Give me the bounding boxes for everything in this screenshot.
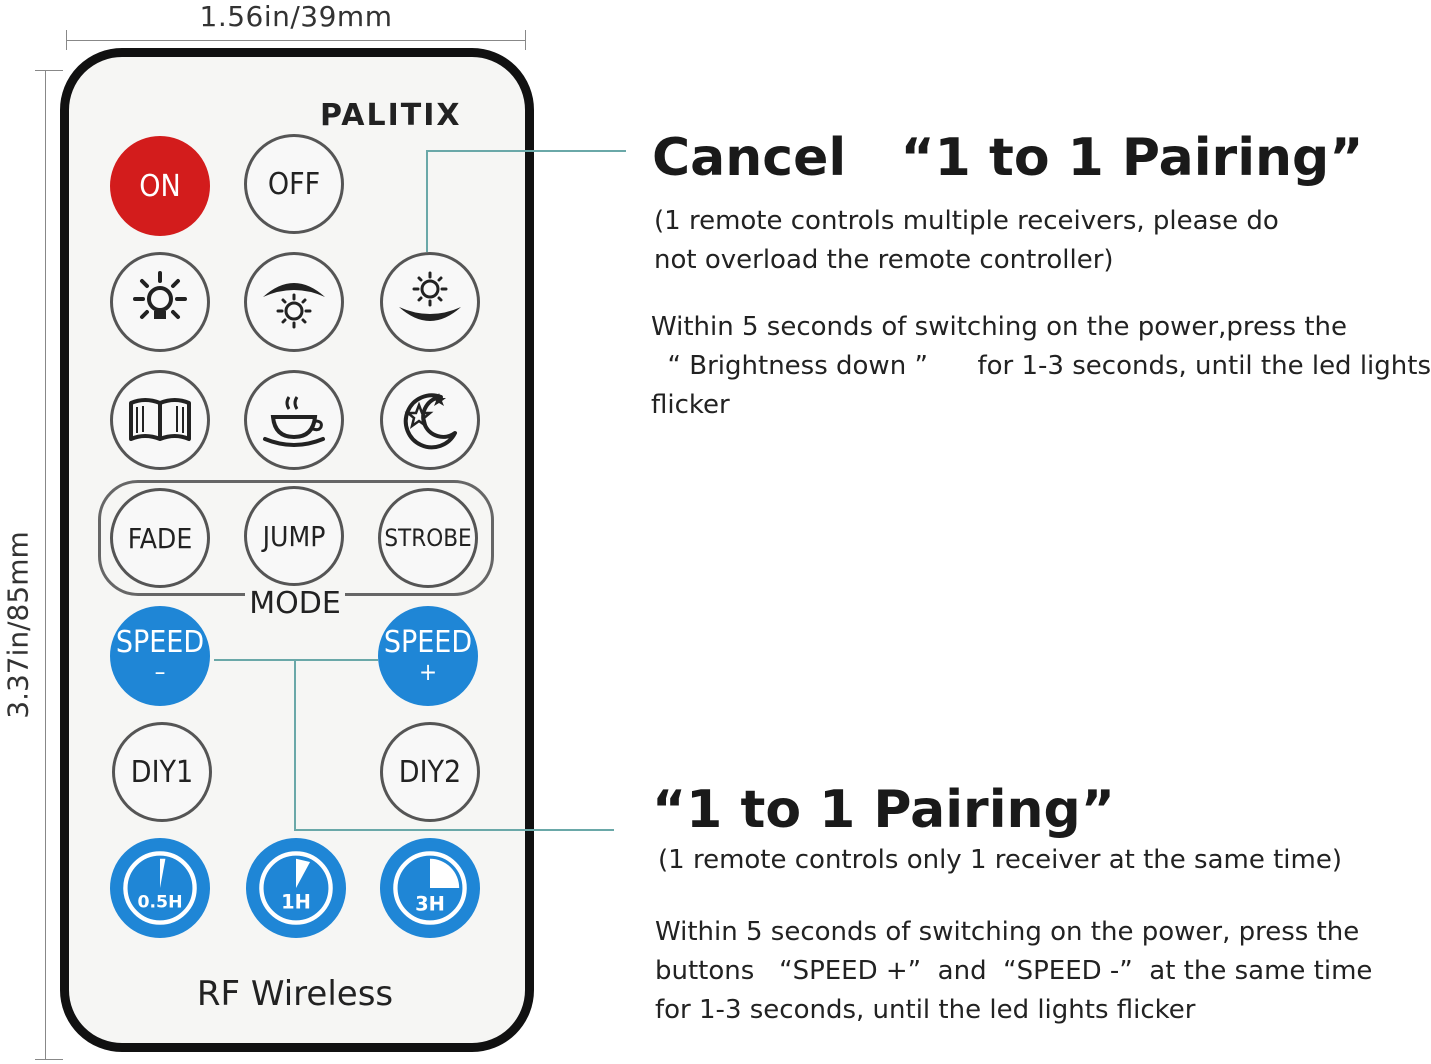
- pairing-body-line1: Within 5 seconds of switching on the pow…: [655, 917, 1360, 947]
- timer-05-label: 0.5H: [137, 892, 182, 912]
- cancel-note-line1: (1 remote controls multiple receivers, p…: [654, 206, 1279, 236]
- brightness-up-button[interactable]: [244, 252, 344, 352]
- cancel-callout-line: [426, 150, 626, 152]
- timer-icon: 3H: [393, 851, 467, 925]
- width-dimension: 1.56in/39mm: [66, 0, 526, 60]
- book-icon: [129, 398, 191, 441]
- speed-connector-line: [214, 659, 378, 661]
- timer-half-hour-button[interactable]: 0.5H: [110, 838, 210, 938]
- brightness-down-button[interactable]: [380, 252, 480, 352]
- mode-label: MODE: [245, 586, 345, 621]
- speed-minus-button[interactable]: SPEED –: [110, 606, 210, 706]
- height-label: 3.37in/85mm: [1, 531, 35, 719]
- moon-star-icon: [403, 393, 457, 450]
- pairing-body-line2: buttons “SPEED +” and “SPEED -” at the s…: [655, 956, 1373, 986]
- speed-minus-label: SPEED: [115, 625, 205, 660]
- tea-time-button[interactable]: [244, 370, 344, 470]
- cancel-callout-line: [426, 150, 428, 252]
- pairing-callout-line: [294, 829, 614, 831]
- brightness-up-icon: [263, 283, 325, 329]
- cancel-body-line2: “ Brightness down ” for 1-3 seconds, unt…: [651, 351, 1431, 381]
- width-label: 1.56in/39mm: [199, 0, 393, 33]
- strobe-button[interactable]: STROBE: [378, 488, 478, 588]
- reading-button[interactable]: [110, 370, 210, 470]
- speed-plus-button[interactable]: SPEED +: [378, 606, 478, 706]
- timer-icon: 0.5H: [123, 851, 197, 925]
- timer-three-hour-button[interactable]: 3H: [380, 838, 480, 938]
- height-dimension: 3.37in/85mm: [0, 70, 70, 1060]
- night-mode-button[interactable]: [380, 370, 480, 470]
- off-button[interactable]: OFF: [244, 134, 344, 234]
- plus-sign: +: [418, 658, 438, 686]
- speed-plus-label: SPEED: [383, 625, 473, 660]
- rf-wireless-label: RF Wireless: [196, 974, 394, 1014]
- cancel-body-line1: Within 5 seconds of switching on the pow…: [651, 312, 1347, 342]
- coffee-cup-icon: [263, 396, 325, 447]
- pairing-note: (1 remote controls only 1 receiver at th…: [658, 845, 1342, 875]
- diy2-button[interactable]: DIY2: [380, 722, 480, 822]
- minus-sign: –: [154, 658, 166, 686]
- cancel-body-line3: flicker: [651, 390, 730, 420]
- light-bulb-icon: [133, 271, 187, 319]
- pairing-title: “1 to 1 Pairing”: [652, 780, 1115, 840]
- timer-one-hour-button[interactable]: 1H: [246, 838, 346, 938]
- timer-icon: 1H: [259, 851, 333, 925]
- cancel-note-line2: not overload the remote controller): [654, 245, 1114, 275]
- timer-3-label: 3H: [415, 893, 445, 916]
- on-button[interactable]: ON: [110, 136, 210, 236]
- diy1-button[interactable]: DIY1: [112, 722, 212, 822]
- pairing-body-line3: for 1-3 seconds, until the led lights fl…: [655, 995, 1196, 1025]
- height-dimension-line: [45, 70, 46, 1060]
- brightness-down-icon: [399, 271, 461, 321]
- timer-1-label: 1H: [281, 891, 311, 914]
- pairing-callout-line: [294, 660, 296, 830]
- light-bulb-button[interactable]: [110, 252, 210, 352]
- brand-logo: PALITIX: [320, 98, 462, 133]
- fade-button[interactable]: FADE: [110, 488, 210, 588]
- cancel-pairing-title: Cancel “1 to 1 Pairing”: [652, 128, 1364, 188]
- jump-button[interactable]: JUMP: [244, 486, 344, 586]
- width-dimension-line: [66, 40, 526, 41]
